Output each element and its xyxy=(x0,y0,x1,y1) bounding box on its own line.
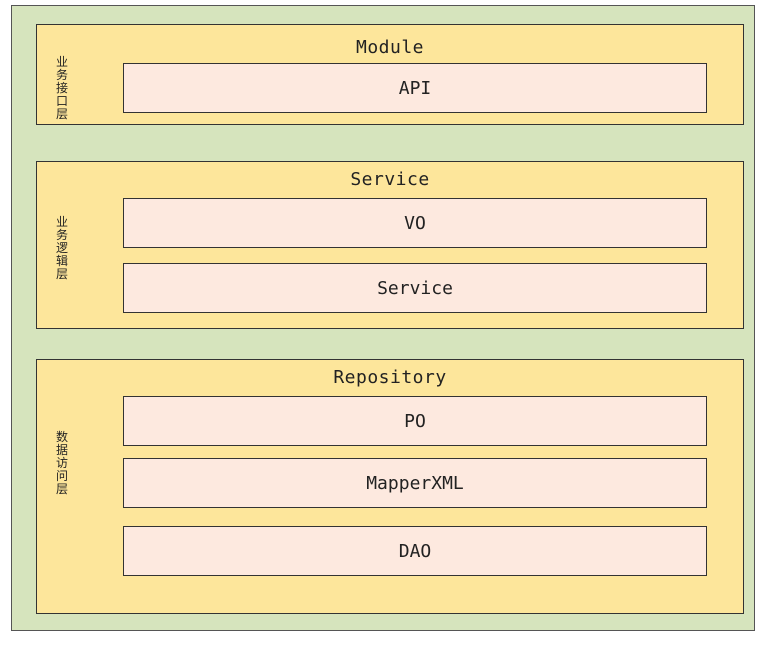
data-access-layer-title: Repository xyxy=(333,367,447,388)
po-box: PO xyxy=(123,396,707,446)
data-access-layer: 数据访问层 Repository PO MapperXML DAO xyxy=(36,359,744,614)
vo-box: VO xyxy=(123,198,707,248)
interface-layer: 业务接口层 Module API xyxy=(36,24,744,125)
interface-layer-title: Module xyxy=(355,37,425,58)
api-box: API xyxy=(123,63,707,113)
mapperxml-box: MapperXML xyxy=(123,458,707,508)
logic-layer: 业务逻辑层 Service VO Service xyxy=(36,161,744,329)
interface-layer-label: 业务接口层 xyxy=(55,55,68,121)
dao-box: DAO xyxy=(123,526,707,576)
logic-layer-label: 业务逻辑层 xyxy=(55,215,68,281)
service-box: Service xyxy=(123,263,707,313)
logic-layer-title: Service xyxy=(350,169,430,190)
data-access-layer-label: 数据访问层 xyxy=(55,430,68,496)
